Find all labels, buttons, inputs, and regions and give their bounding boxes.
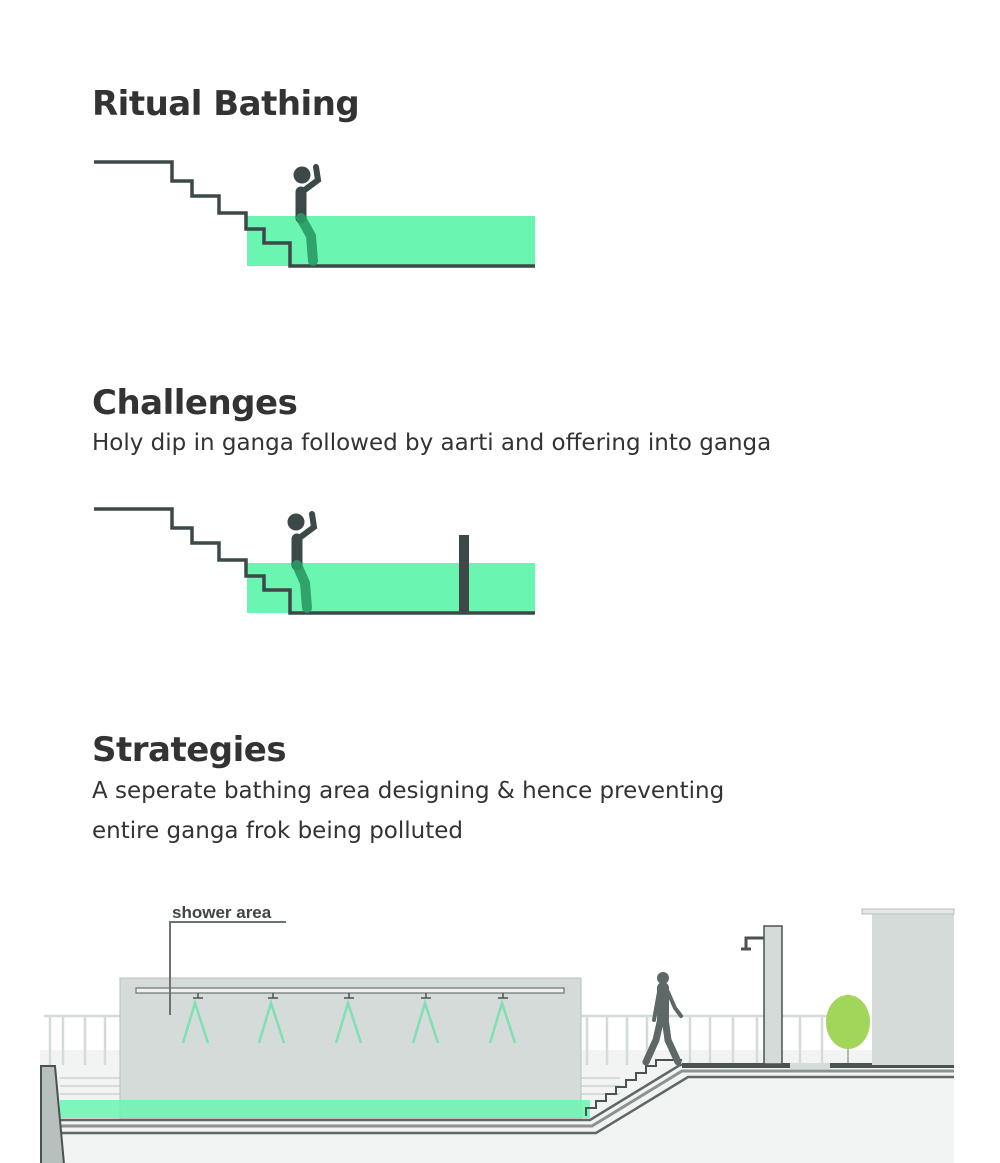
stairs <box>94 507 535 615</box>
challenges-diagram <box>94 507 535 615</box>
walking-person-icon <box>642 972 683 1066</box>
shower-heads <box>193 993 508 999</box>
water <box>247 216 535 266</box>
ritual-bathing-diagram <box>94 160 535 268</box>
challenges-title: Challenges <box>92 383 298 423</box>
challenges-text: Holy dip in ganga followed by aarti and … <box>92 430 772 456</box>
shower-pipe <box>135 987 565 994</box>
shower-tap-icon <box>741 936 764 951</box>
strategies-section-drawing: shower area <box>40 903 955 1163</box>
water-spray <box>181 998 517 1044</box>
shower-area-label: shower area <box>172 903 272 922</box>
person-icon <box>293 164 322 266</box>
pole <box>459 535 469 613</box>
embankment-wall <box>40 1065 65 1163</box>
stairs <box>94 160 535 268</box>
shower-wall <box>119 977 582 1121</box>
strategies-text-line-1: A seperate bathing area designing & henc… <box>92 778 725 804</box>
person-icon <box>287 511 318 613</box>
building <box>872 910 954 1065</box>
strategies-title: Strategies <box>92 730 287 770</box>
steps <box>585 1059 682 1116</box>
shower-area-leader <box>169 921 286 1015</box>
tree-icon <box>826 995 870 1063</box>
ritual-bathing-title: Ritual Bathing <box>92 84 360 124</box>
strategies-text-line-2: entire ganga frok being polluted <box>92 818 463 844</box>
shower-pole <box>763 925 783 1065</box>
pool-water <box>60 1100 590 1118</box>
